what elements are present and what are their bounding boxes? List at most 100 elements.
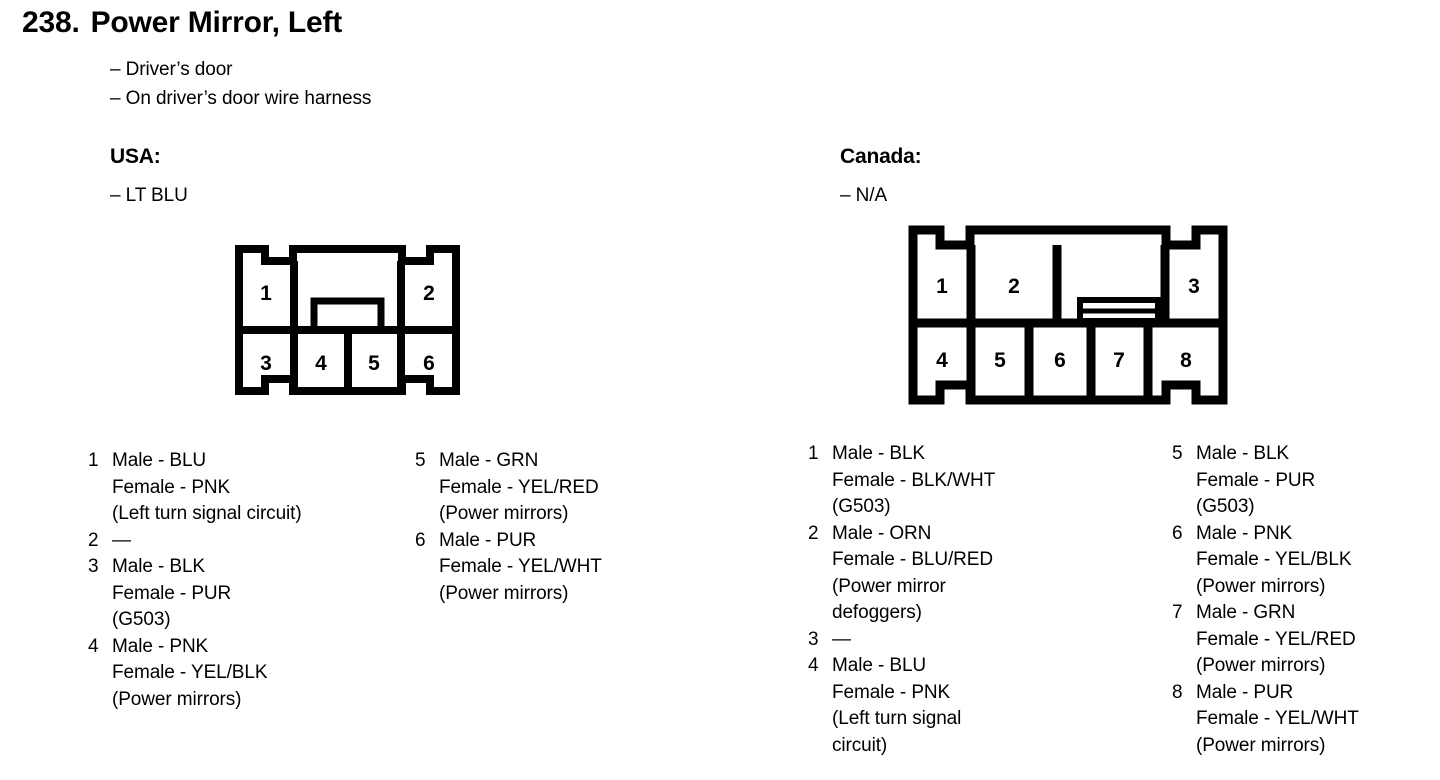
canada-wire-color: – N/A [840,185,888,206]
pin-entry-lines: Male - GRN Female - YEL/RED (Power mirrors… [439,448,715,528]
usa-market-label: USA: [110,145,161,168]
canada-pin-number-6: 6 [1054,349,1066,372]
canada-pin-number-3: 3 [1188,275,1200,298]
pin-entry-number: 6 [415,529,426,551]
pin-entry: 2— [88,528,408,555]
usa-pin-list-column-1: 1 Male - BLU Female - PNK (Left turn signal… [88,448,408,713]
pin-entry-line: (Power mirrors) [112,688,242,710]
canada-connector-diagram: 1 2 3 4 5 6 7 8 [908,225,1228,410]
pin-entry-line: (G503) [112,609,171,630]
page-title: 238. Power Mirror, Left [22,6,342,40]
header-note-2: – On driver’s door wire harness [110,88,372,109]
pin-entry-lines: Male - BLU Female - PNK (Left turn signal … [112,448,408,528]
pin-entry-line: Male - BLU [112,450,207,471]
pin-entry-line: (G503) [832,496,891,517]
pin-entry-number: 3 [808,628,819,650]
pin-entry-empty: — [112,529,131,551]
pin-entry-line: Female - YEL/RED [1196,628,1356,650]
canada-pin-number-8: 8 [1180,349,1192,372]
pin-entry-line: circuit) [832,734,888,756]
pin-entry-line: Female - YEL/BLK [1196,549,1352,570]
pin-entry-line: Female - PUR [1196,469,1316,491]
pin-entry-line: Male - GRN [439,450,539,471]
usa-pin-number-3: 3 [260,352,272,375]
pin-entry-line: (Left turn signal [832,708,962,729]
pin-entry-line: Male - ORN [832,522,932,544]
pin-entry-lines: Male - BLU Female - PNK (Left turn signal c… [832,653,1098,759]
pin-entry-line: Male - PNK [1196,522,1293,544]
usa-wire-color: – LT BLU [110,185,188,206]
usa-pin-number-1: 1 [260,282,272,305]
pin-entry-lines: Male - PUR Female - YEL/WHT (Power mirrors… [1196,680,1440,760]
pin-entry-line: (Power mirrors) [1196,655,1326,676]
pin-entry-line: (Power mirror [832,575,946,597]
pin-entry-line: (Power mirrors) [1196,575,1326,597]
usa-pin-list-column-2: 5 Male - GRN Female - YEL/RED (Power mirror… [415,448,715,607]
pin-entry-number: 7 [1172,602,1183,623]
pin-entry: 8 Male - PUR Female - YEL/WHT (Power mirror… [1172,680,1440,760]
pin-entry-line: (Power mirrors) [439,503,569,524]
pin-entry-line: Female - YEL/WHT [1196,708,1359,729]
pin-entry-number: 5 [415,450,426,471]
pin-entry-line: Female - YEL/BLK [112,662,268,683]
canada-pin-number-2: 2 [1008,275,1020,298]
pin-entry-number: 5 [1172,443,1183,464]
pin-entry-line: Female - BLK/WHT [832,469,996,491]
pin-entry-line: Female - BLU/RED [832,549,993,570]
pin-entry-lines: Male - ORN Female - BLU/RED (Power mirror d… [832,521,1098,627]
pin-entry-lines: — [832,627,1098,654]
pin-entry-number: 2 [88,529,99,551]
canada-market-label: Canada: [840,145,922,168]
pin-entry: 1 Male - BLU Female - PNK (Left turn signal… [88,448,408,528]
pin-entry-lines: Male - PNK Female - YEL/BLK (Power mirrors… [1196,521,1440,601]
pin-entry-line: (G503) [1196,496,1255,517]
pin-entry-line: Male - BLU [832,655,927,676]
pin-entry-number: 1 [808,443,819,464]
usa-pin-number-6: 6 [423,352,435,375]
pin-entry-line: Male - BLK [1196,443,1289,464]
header-note-1: – Driver’s door [110,59,233,80]
pin-entry-line: Male - BLK [112,556,205,577]
usa-connector-diagram: 1 2 3 4 5 6 [235,245,460,400]
pin-entry: 3— [808,627,1098,654]
pin-entry-line: Female - PNK [112,476,231,498]
pin-entry-line: (Power mirrors) [1196,734,1326,756]
section-number: 238. [22,6,80,39]
pin-entry-line: defoggers) [832,602,922,623]
pin-entry-number: 6 [1172,522,1183,544]
pin-entry-number: 3 [88,556,99,577]
canada-pin-number-5: 5 [994,349,1006,372]
pin-entry: 5 Male - BLK Female - PUR (G503) [1172,441,1440,521]
pin-entry: 6 Male - PNK Female - YEL/BLK (Power mirror… [1172,521,1440,601]
pin-entry-lines: Male - BLK Female - PUR (G503) [1196,441,1440,521]
section-title: Power Mirror, Left [90,6,343,39]
usa-pin-number-2: 2 [423,282,435,305]
pin-entry-line: Female - YEL/WHT [439,556,602,577]
pin-entry: 6 Male - PUR Female - YEL/WHT (Power mirror… [415,528,715,608]
usa-pin-number-5: 5 [368,352,380,375]
pin-entry-line: Male - PUR [1196,681,1294,703]
pin-entry-line: (Power mirrors) [439,582,569,604]
pin-entry-number: 4 [808,655,819,676]
pin-entry-number: 1 [88,450,99,471]
pin-entry-lines: — [112,528,408,555]
pin-entry-line: (Left turn signal circuit) [112,503,302,524]
canada-pin-number-7: 7 [1113,349,1125,372]
usa-pin-number-4: 4 [315,352,327,375]
pin-entry-lines: Male - PUR Female - YEL/WHT (Power mirrors… [439,528,715,608]
pin-entry: 4 Male - BLU Female - PNK (Left turn signal… [808,653,1098,759]
pin-entry-number: 8 [1172,681,1183,703]
pin-entry-line: Female - YEL/RED [439,476,599,498]
pin-entry-line: Male - PUR [439,529,537,551]
pin-entry-line: Female - PNK [832,681,951,703]
canada-pin-number-1: 1 [936,275,948,298]
canada-pin-number-4: 4 [936,349,948,372]
